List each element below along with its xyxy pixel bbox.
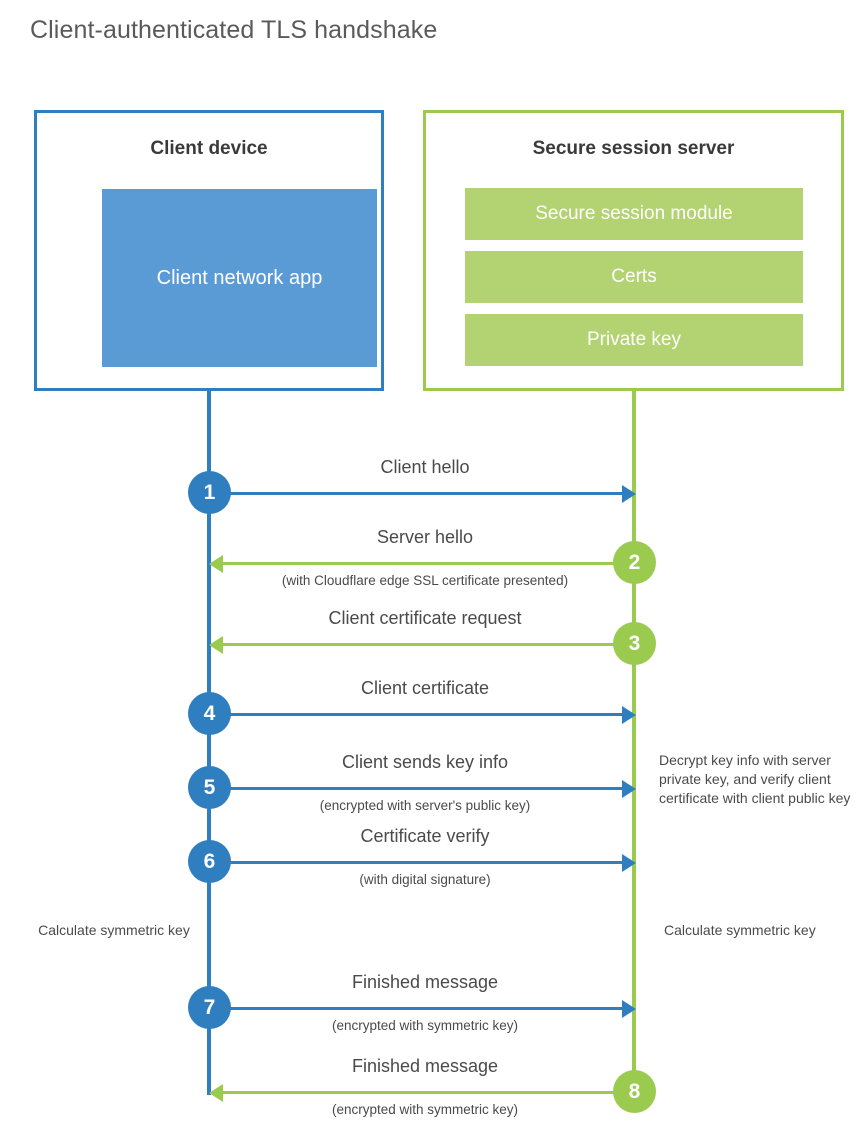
step-badge-5: 5	[188, 766, 231, 809]
message-label-1: Client hello	[380, 457, 470, 477]
message-sublabel-6: (with digital signature)	[359, 872, 491, 887]
message-sublabel-2: (with Cloudflare edge SSL certificate pr…	[281, 573, 569, 588]
message-arrow-line-7	[209, 1007, 624, 1010]
arrow-head-icon-3	[209, 636, 223, 654]
client-device-title: Client device	[150, 138, 268, 159]
message-arrow-line-5	[209, 787, 624, 790]
message-arrow-line-4	[209, 713, 624, 716]
message-sublabel-7: (encrypted with symmetric key)	[331, 1018, 519, 1033]
arrow-head-icon-5	[622, 780, 636, 798]
message-label-4: Client certificate	[360, 678, 490, 698]
client-calculate-symmetric-key-note: Calculate symmetric key	[38, 922, 190, 938]
client-device-box: Client device Client network app	[34, 110, 384, 391]
message-arrow-line-3	[217, 643, 634, 646]
step-badge-7: 7	[188, 986, 231, 1029]
message-sublabel-8: (encrypted with symmetric key)	[331, 1102, 519, 1117]
server-component-private-key: Private key	[465, 314, 803, 366]
message-arrow-line-8	[217, 1091, 634, 1094]
arrow-head-icon-6	[622, 854, 636, 872]
step-badge-6: 6	[188, 840, 231, 883]
step-badge-4: 4	[188, 692, 231, 735]
step-badge-2: 2	[613, 541, 656, 584]
arrow-head-icon-8	[209, 1084, 223, 1102]
server-component-certs: Certs	[465, 251, 803, 303]
server-decrypt-note: Decrypt key info with server private key…	[659, 752, 851, 806]
arrow-head-icon-4	[622, 706, 636, 724]
secure-session-server-title: Secure session server	[532, 138, 735, 159]
message-sublabel-5: (encrypted with server's public key)	[319, 798, 531, 813]
step-badge-3: 3	[613, 622, 656, 665]
secure-session-server-box: Secure session server Secure session mod…	[423, 110, 844, 391]
message-label-2: Server hello	[376, 527, 474, 547]
client-network-app-block: Client network app	[102, 189, 377, 367]
page-title: Client-authenticated TLS handshake	[30, 16, 438, 44]
message-arrow-line-1	[209, 492, 624, 495]
message-label-6: Certificate verify	[360, 826, 490, 846]
server-lifeline	[632, 391, 636, 1093]
message-arrow-line-6	[209, 861, 624, 864]
arrow-head-icon-1	[622, 485, 636, 503]
message-label-3: Client certificate request	[328, 608, 522, 628]
step-badge-8: 8	[613, 1070, 656, 1113]
step-badge-1: 1	[188, 471, 231, 514]
arrow-head-icon-7	[622, 1000, 636, 1018]
server-component-secure-session-module: Secure session module	[465, 188, 803, 240]
server-calculate-symmetric-key-note: Calculate symmetric key	[664, 922, 816, 938]
message-arrow-line-2	[217, 562, 634, 565]
message-label-5: Client sends key info	[341, 752, 509, 772]
message-label-7: Finished message	[351, 972, 499, 992]
message-label-8: Finished message	[351, 1056, 499, 1076]
client-lifeline	[207, 391, 211, 1095]
arrow-head-icon-2	[209, 555, 223, 573]
